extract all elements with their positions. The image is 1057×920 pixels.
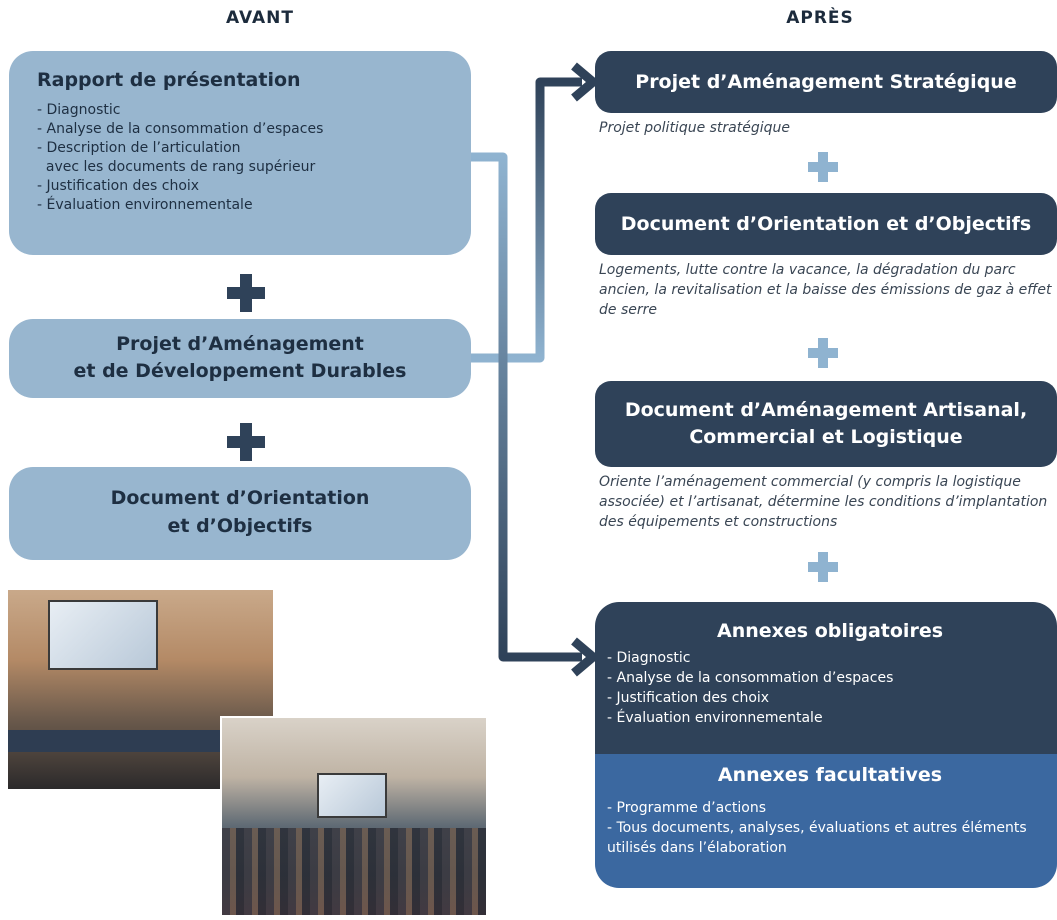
- list-item: - Diagnostic: [607, 650, 691, 666]
- pas-box: Projet d’Aménagement Stratégique: [595, 51, 1057, 113]
- annexes-box: Annexes obligatoires - Diagnostic - Anal…: [595, 602, 1057, 888]
- list-item: - Diagnostic: [37, 102, 121, 118]
- arrowhead-pas: [571, 62, 600, 102]
- padd-box: Projet d’Aménagement et de Développement…: [9, 319, 471, 398]
- plus-icon: [808, 152, 838, 182]
- daacl-box: Document d’Aménagement Artisanal, Commer…: [595, 381, 1057, 467]
- pas-caption: Projet politique stratégique: [599, 120, 791, 136]
- audience: [222, 828, 486, 915]
- list-item: - Programme d’actions: [607, 800, 766, 816]
- plus-icon: [808, 552, 838, 582]
- projection-screen: [48, 600, 158, 670]
- doo-before-title-line-1: Document d’Orientation: [110, 487, 370, 509]
- doo-before-box: Document d’Orientation et d’Objectifs: [9, 467, 471, 560]
- annexes-facultatives-title: Annexes facultatives: [717, 764, 943, 786]
- list-item: - Justification des choix: [607, 690, 770, 706]
- plus-icon: [227, 423, 265, 461]
- annexes-facultatives-section: Annexes facultatives - Programme d’actio…: [595, 754, 1057, 888]
- arrow-padd-to-pas: [471, 77, 582, 363]
- list-item: - Évaluation environnementale: [607, 710, 823, 726]
- list-item: - Tous documents, analyses, évaluations …: [607, 820, 1027, 856]
- rapport-list: - Diagnostic - Analyse de la consommatio…: [37, 101, 471, 215]
- list-item: - Évaluation environnementale: [37, 197, 253, 213]
- apres-column-title: APRÈS: [786, 8, 854, 28]
- list-item: - Description de l’articulation: [37, 140, 241, 156]
- daacl-title-line-2: Commercial et Logistique: [689, 426, 963, 448]
- list-item: - Analyse de la consommation d’espaces: [37, 121, 324, 137]
- doo-after-title: Document d’Orientation et d’Objectifs: [620, 213, 1032, 235]
- rapport-presentation-box: Rapport de présentation - Diagnostic - A…: [9, 51, 471, 255]
- padd-title-line-1: Projet d’Aménagement: [116, 333, 364, 355]
- annexes-obligatoires-section: Annexes obligatoires - Diagnostic - Anal…: [595, 602, 1057, 754]
- daacl-title-line-1: Document d’Aménagement Artisanal,: [624, 399, 1028, 421]
- doo-after-caption: Logements, lutte contre la vacance, la d…: [599, 262, 1052, 318]
- arrow-rapport-to-annexes: [471, 152, 582, 662]
- plus-icon: [808, 338, 838, 368]
- projection-screen: [317, 773, 387, 818]
- daacl-caption: Oriente l’aménagement commercial (y comp…: [599, 474, 1048, 530]
- avant-column-title: AVANT: [226, 8, 294, 28]
- padd-title-line-2: et de Développement Durables: [73, 360, 407, 382]
- rapport-title: Rapport de présentation: [37, 69, 301, 91]
- annexes-obligatoires-list: - Diagnostic - Analyse de la consommatio…: [603, 648, 1057, 728]
- doo-before-title-line-2: et d’Objectifs: [167, 515, 313, 537]
- annexes-obligatoires-title: Annexes obligatoires: [716, 620, 944, 642]
- arrowhead-annexes: [571, 637, 600, 677]
- list-item: - Justification des choix: [37, 178, 200, 194]
- list-item: - Analyse de la consommation d’espaces: [607, 670, 894, 686]
- pas-title: Projet d’Aménagement Stratégique: [635, 71, 1017, 93]
- list-item: avec les documents de rang supérieur: [37, 159, 316, 175]
- doo-after-box: Document d’Orientation et d’Objectifs: [595, 193, 1057, 255]
- annexes-facultatives-list: - Programme d’actions - Tous documents, …: [603, 798, 1057, 858]
- panel-table: [8, 730, 273, 752]
- conference-photo-2: [220, 716, 488, 917]
- plus-icon: [227, 274, 265, 312]
